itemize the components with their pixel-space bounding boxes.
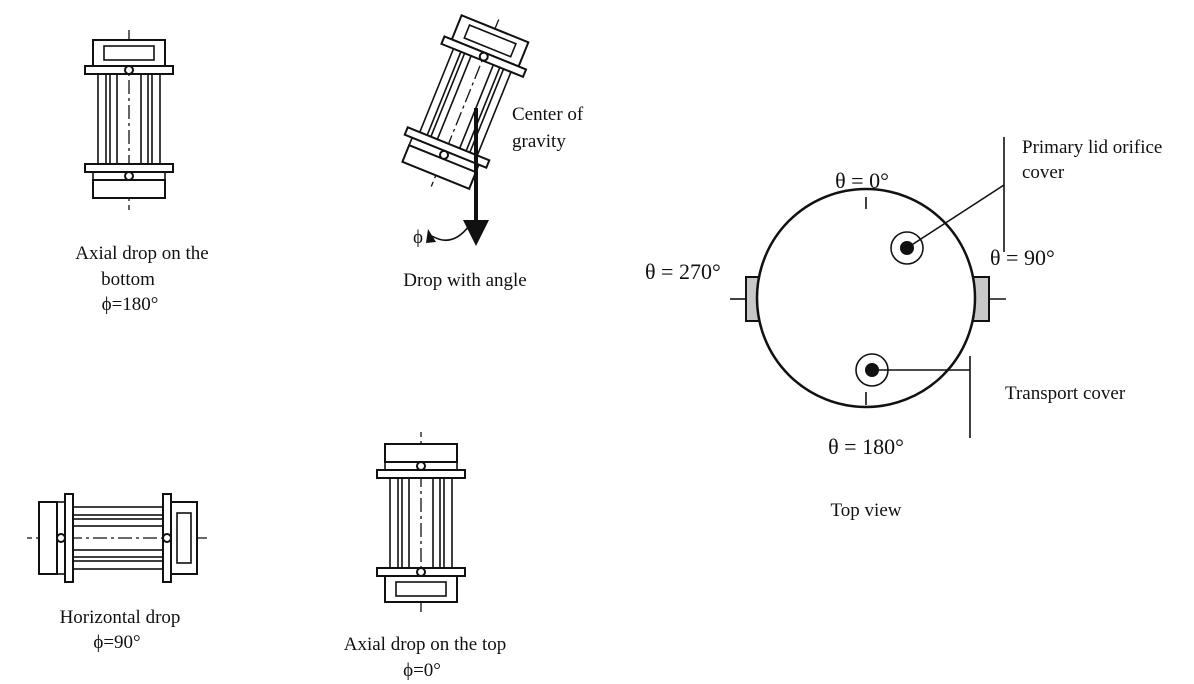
angle-drop-title: Drop with angle — [403, 270, 526, 291]
top-view-title: Top view — [831, 500, 902, 521]
gravity-label-line2: gravity — [512, 131, 566, 152]
top-view — [730, 137, 1006, 438]
transport-cover-label: Transport cover — [1005, 383, 1126, 404]
phi-symbol: ϕ — [413, 227, 423, 248]
primary-lid-label-line1: Primary lid orifice — [1022, 137, 1162, 158]
theta-180-label: θ = 180° — [828, 434, 904, 459]
cask-top-circle — [755, 187, 977, 409]
top-drop-angle: ϕ=0° — [403, 660, 441, 681]
cask-angle-drop — [389, 2, 541, 204]
top-drop-title: Axial drop on the top — [344, 634, 507, 655]
cask-top-drop — [376, 431, 466, 613]
cask-bottom-drop — [84, 29, 174, 211]
theta-90-label: θ = 90° — [990, 245, 1055, 270]
theta-270-label: θ = 270° — [645, 259, 721, 284]
phi-arrowhead-icon — [426, 229, 436, 243]
gravity-label-line1: Center of — [512, 104, 584, 125]
horizontal-drop-title: Horizontal drop — [60, 607, 181, 628]
cask-horizontal-drop — [26, 493, 208, 583]
bottom-drop-title-line1: Axial drop on the — [75, 243, 209, 264]
theta-0-label: θ = 0° — [835, 168, 889, 193]
bottom-drop-angle: ϕ=180° — [102, 294, 159, 315]
phi-rotation-arrow-icon — [431, 225, 470, 242]
bottom-drop-title-line2: bottom — [101, 269, 155, 290]
primary-lid-label-line2: cover — [1022, 162, 1065, 183]
horizontal-drop-angle: ϕ=90° — [93, 632, 140, 653]
